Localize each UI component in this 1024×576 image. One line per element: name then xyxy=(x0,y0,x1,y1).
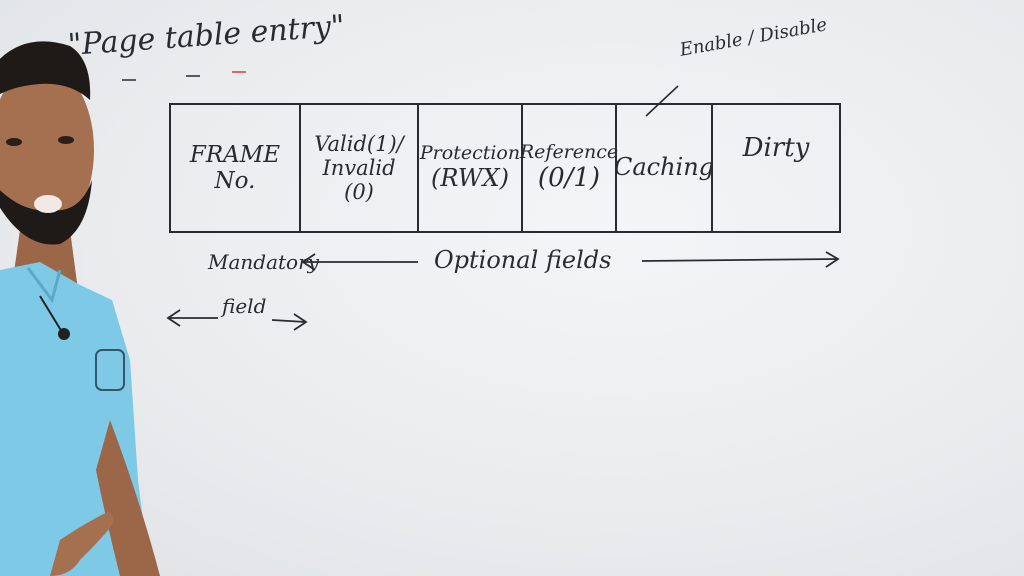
presenter xyxy=(0,41,160,576)
pte-cell-valid: Valid(1)/ Invalid (0) xyxy=(300,104,418,232)
pte-cell-dirty: Dirty xyxy=(712,104,840,232)
optional-fields-label: Optional fields xyxy=(434,246,612,274)
cell-text: No. xyxy=(214,168,256,194)
pte-cell-reference: Reference (0/1) xyxy=(519,104,619,232)
cell-text: Dirty xyxy=(742,133,810,163)
mandatory-field-label: field xyxy=(222,294,267,318)
cell-text: Protection xyxy=(419,142,521,165)
cell-text: (RWX) xyxy=(430,164,510,193)
pte-cell-frame-number: FRAME No. xyxy=(170,104,300,232)
cell-text: Caching xyxy=(613,153,715,182)
cell-text: (0/1) xyxy=(537,162,601,193)
cell-text: Invalid xyxy=(322,155,396,180)
cell-text: Valid(1)/ xyxy=(314,131,404,156)
cell-text: FRAME xyxy=(189,141,281,168)
cell-text: (0) xyxy=(344,180,374,205)
cell-text: Reference xyxy=(519,141,619,164)
mandatory-label: Mandatory xyxy=(208,250,319,274)
pte-cell-caching: Caching xyxy=(613,104,715,232)
pte-cell-protection: Protection (RWX) xyxy=(418,104,522,232)
